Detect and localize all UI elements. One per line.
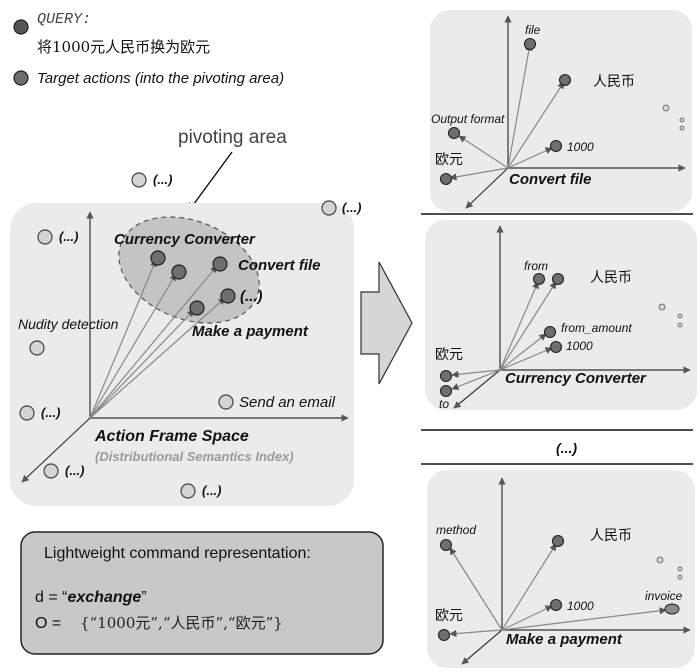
label-invoice: invoice	[645, 589, 683, 603]
label-eur: 欧元	[435, 608, 463, 624]
legend: QUERY: 将1000元人民币换为欧元 Target actions (int…	[13, 11, 284, 87]
panel-convert-file-title: Convert file	[509, 171, 592, 188]
query-text: 将1000元人民币换为欧元	[37, 38, 210, 56]
pivoting-area-label: pivoting area	[178, 127, 287, 148]
currency-converter-dot	[150, 250, 166, 266]
send-email-dot	[218, 394, 234, 410]
nudity-detection-label: Nudity detection	[18, 316, 119, 332]
other-action-label: (...)	[59, 229, 79, 244]
panel-currency-converter: from 人民币 from_amount 1000 欧元 to Currency…	[425, 220, 697, 411]
convert-file-label: Convert file	[238, 257, 321, 274]
other-action-dot	[321, 200, 337, 216]
label-eur: 欧元	[435, 347, 463, 363]
nudity-detection-dot	[29, 340, 45, 356]
panel-currency-converter-bg	[425, 220, 697, 410]
other-action-dot	[43, 463, 59, 479]
frame-space-panel	[10, 203, 354, 506]
command-box: Lightweight command representation: d = …	[20, 531, 384, 655]
panel-separator-ellipsis: (...)	[556, 440, 577, 456]
frame-space: Currency Converter Convert file (...) Ma…	[10, 172, 362, 506]
frame-space-subtitle: (Distributional Semantics Index)	[95, 449, 294, 464]
label-from-amount: from_amount	[561, 321, 632, 335]
query-title: QUERY:	[37, 11, 91, 28]
panel-convert-file: file 人民币 Output format 1000 欧元 Convert f…	[430, 10, 692, 212]
label-amount: 1000	[567, 599, 594, 613]
convert-file-dot	[212, 256, 228, 272]
panel-currency-converter-title: Currency Converter	[505, 370, 647, 387]
pivoting-arrow	[187, 151, 233, 213]
label-output-format: Output format	[431, 112, 505, 126]
command-box-title: Lightweight command representation:	[44, 545, 311, 562]
target-dot-more	[220, 288, 236, 304]
other-action-dot	[37, 229, 53, 245]
target-dot	[171, 264, 187, 280]
label-amount: 1000	[566, 339, 593, 353]
command-o-prefix: O =	[35, 615, 61, 632]
other-action-label: (...)	[342, 200, 362, 215]
target-actions-label: Target actions (into the pivoting area)	[37, 70, 284, 87]
panel-convert-file-bg	[430, 10, 692, 212]
other-action-label: (...)	[41, 405, 61, 420]
label-from: from	[524, 259, 548, 273]
label-to: to	[439, 397, 449, 411]
other-action-label: (...)	[65, 463, 85, 478]
label-rmb: 人民币	[590, 270, 632, 286]
frame-space-title: Action Frame Space	[94, 428, 249, 445]
make-payment-label: Make a payment	[192, 323, 309, 340]
other-action-dot	[180, 483, 196, 499]
label-eur: 欧元	[435, 152, 463, 168]
make-payment-dot	[189, 300, 205, 316]
label-amount: 1000	[567, 140, 594, 154]
label-method: method	[436, 523, 476, 537]
command-o-value: {“1000元”,“人民币”,“欧元”}	[80, 614, 283, 632]
target-action-dot-icon	[13, 70, 29, 86]
other-action-label: (...)	[153, 172, 173, 187]
panel-make-payment: method 人民币 1000 欧元 invoice Make a paymen…	[427, 470, 695, 668]
panel-make-payment-title: Make a payment	[506, 631, 623, 648]
other-action-label: (...)	[202, 483, 222, 498]
other-action-dot	[131, 172, 147, 188]
query-dot-icon	[13, 19, 29, 35]
currency-converter-label: Currency Converter	[114, 231, 256, 248]
label-rmb: 人民币	[593, 74, 635, 90]
label-file: file	[525, 23, 541, 37]
target-ellipsis-label: (...)	[240, 288, 263, 305]
label-rmb: 人民币	[590, 528, 632, 544]
command-box-panel	[20, 531, 384, 655]
command-d: d = “exchange”	[35, 589, 147, 606]
transition-arrow	[360, 261, 413, 385]
send-email-label: Send an email	[239, 394, 336, 411]
other-action-dot	[19, 405, 35, 421]
